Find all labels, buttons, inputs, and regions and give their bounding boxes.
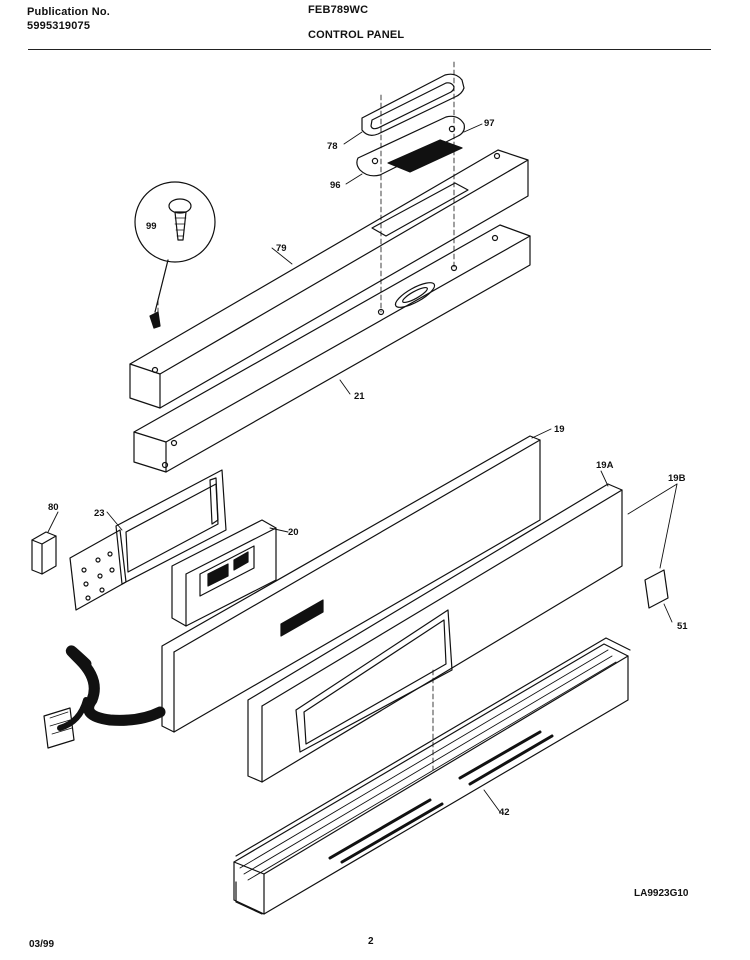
- callout-78: 78: [327, 141, 338, 152]
- callouts: 78 97 96 99 79 21 19 19A 19B 80 23 20 51…: [48, 118, 688, 818]
- part-80-bracket: [31, 531, 57, 575]
- drawing-id: LA9923G10: [634, 888, 689, 899]
- publication-label: Publication No.: [27, 6, 111, 18]
- part-19b-overlay: [644, 569, 669, 609]
- callout-96: 96: [330, 180, 341, 191]
- callout-99: 99: [146, 221, 157, 232]
- part-79-upper-housing: [129, 149, 529, 409]
- callout-23: 23: [94, 508, 105, 519]
- page-number: 2: [368, 936, 374, 947]
- part-21-lower-housing: [133, 224, 531, 473]
- wiring-harness: [43, 645, 166, 749]
- section-title: CONTROL PANEL: [308, 29, 405, 41]
- model-number: FEB789WC: [308, 4, 369, 16]
- callout-19b: 19B: [668, 473, 686, 484]
- callout-19a: 19A: [596, 460, 614, 471]
- callout-19: 19: [554, 424, 565, 435]
- callout-51: 51: [677, 621, 688, 632]
- callout-97: 97: [484, 118, 495, 129]
- part-99-screw-detail: [134, 181, 216, 329]
- leader-lines: [47, 123, 678, 813]
- callout-21: 21: [354, 391, 365, 402]
- part-42-vent-trim: [233, 637, 631, 915]
- header-rule: [28, 49, 711, 50]
- part-97-96-gasket: [356, 115, 465, 177]
- part-23-circuit-board: [69, 469, 227, 611]
- callout-80: 80: [48, 502, 59, 513]
- callout-79: 79: [276, 243, 287, 254]
- part-19-back-panel: [161, 435, 541, 733]
- publication-number: 5995319075: [27, 20, 91, 32]
- part-19a-front-panel: [247, 483, 623, 783]
- part-78-trim-ring: [361, 73, 465, 136]
- part-20-electronic-control: [171, 519, 277, 627]
- callout-20: 20: [288, 527, 299, 538]
- callout-42: 42: [499, 807, 510, 818]
- publication-date: 03/99: [29, 939, 55, 950]
